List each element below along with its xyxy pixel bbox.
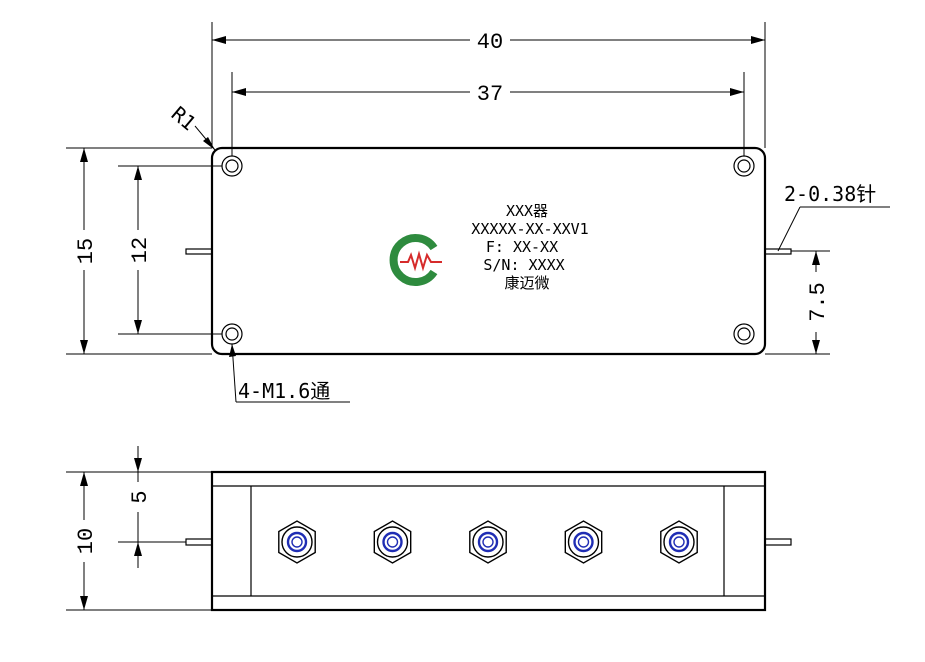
left-pin [185, 248, 213, 255]
label-manufacturer: 康迈微 [504, 274, 549, 292]
dim-label: 12 [128, 237, 153, 263]
label-serial-number: S/N: XXXX [483, 256, 564, 274]
callout-corner-radius: R1 [167, 101, 216, 151]
dim-hole-spacing-width: 37 [232, 82, 744, 107]
dim-overall-width: 40 [212, 30, 765, 55]
right-pin [764, 538, 792, 546]
dim-hole-spacing-height: 12 [128, 166, 153, 334]
dim-label: 15 [74, 238, 99, 264]
side-view: 10 5 [66, 446, 792, 612]
dim-label: 37 [477, 82, 503, 107]
sma-connector [469, 520, 507, 564]
mounting-hole [221, 323, 243, 345]
callout-label: 4-M1.6通 [238, 379, 330, 403]
dim-label: 10 [74, 528, 99, 554]
company-logo-icon [389, 234, 442, 286]
callout-label: 2-0.38针 [784, 182, 876, 206]
label-frequency: F: XX-XX [486, 238, 558, 256]
callout-pin-spec: 2-0.38针 [777, 182, 890, 252]
right-pin [764, 248, 792, 255]
callout-hole-spec: 4-M1.6通 [229, 343, 350, 403]
top-view: 40 37 15 12 [66, 22, 890, 403]
dim-label: 5 [128, 490, 153, 503]
dim-label: 40 [477, 30, 503, 55]
sma-connector [660, 520, 698, 564]
mounting-hole [733, 323, 755, 345]
dim-pin-offset: 7.5 [765, 250, 831, 355]
sma-connector [564, 520, 603, 564]
dim-label: 7.5 [806, 282, 831, 322]
label-product-type: XXX器 [506, 202, 548, 220]
side-body-outline [210, 470, 767, 612]
connectors [278, 520, 698, 564]
label-model-number: XXXXX-XX-XXV1 [471, 220, 588, 238]
sma-connector [373, 520, 412, 564]
product-label: XXX器 XXXXX-XX-XXV1 F: XX-XX S/N: XXXX 康迈… [471, 202, 588, 292]
left-pin [185, 538, 213, 546]
dim-overall-height: 15 [74, 148, 99, 354]
mounting-hole [733, 155, 755, 177]
dim-side-overall-height: 10 [74, 472, 99, 610]
sma-connector [278, 520, 316, 564]
mounting-hole [221, 155, 243, 177]
dim-side-pin-height: 5 [128, 446, 153, 568]
callout-label: R1 [167, 101, 201, 135]
